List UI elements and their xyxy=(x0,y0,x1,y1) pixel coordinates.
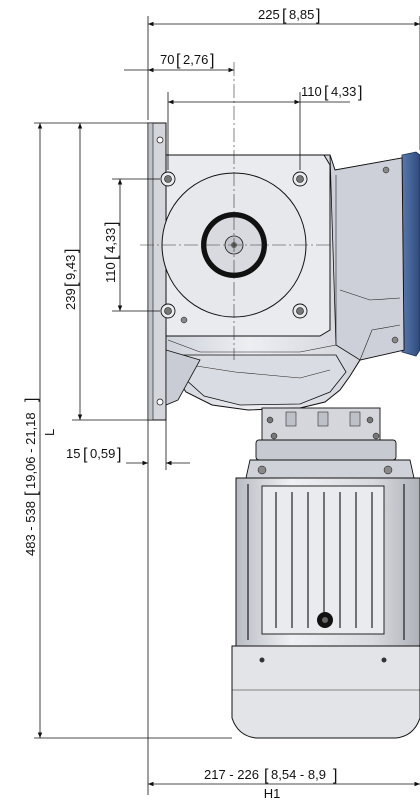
motor-flange-bolt-right xyxy=(383,465,393,475)
dim-L-open-bracket: [ xyxy=(23,491,40,496)
adapter-lug-2 xyxy=(317,411,329,427)
dim-15-imperial: 0,59 xyxy=(90,446,115,461)
dim-L-value: 483 - 538 xyxy=(23,501,38,556)
dim-H1-value: 217 - 226 xyxy=(204,767,259,782)
fan-cover xyxy=(401,151,420,357)
dim-225-close-bracket: ] xyxy=(316,7,320,24)
housing-lower-section xyxy=(175,354,347,406)
dim-110-v-label: 110 [ 4,33 ] xyxy=(103,222,120,283)
dim-239-label: 239 [ 9,43 ] xyxy=(63,249,80,310)
dim-225-value: 225 xyxy=(258,7,280,22)
gearbox-assembly xyxy=(147,122,420,421)
dim-239-value: 239 xyxy=(63,288,78,310)
housing-edge-line xyxy=(167,175,337,353)
flange-hole-top xyxy=(156,136,164,144)
dim-110-h-open-bracket: [ xyxy=(324,84,329,101)
dim-70-open-bracket: [ xyxy=(176,52,181,69)
dim-15-close-bracket: ] xyxy=(117,446,121,463)
bolt-hole-top-left xyxy=(160,171,176,187)
dim-239-open-bracket: [ xyxy=(63,282,80,287)
dim-110-h-imperial: 4,33 xyxy=(331,84,356,99)
dim-110-v-imperial: 4,33 xyxy=(103,228,118,253)
motor-flange-bolt-left xyxy=(257,465,267,475)
dim-110-v-open-bracket: [ xyxy=(103,255,120,260)
dim-H1-close-bracket: ] xyxy=(333,767,337,784)
bolt-hole-bottom-right xyxy=(292,303,308,319)
adapter-bolt-1 xyxy=(266,416,274,424)
end-cap-screw-left xyxy=(259,657,265,663)
dim-L-symbol: L xyxy=(42,429,57,436)
motor-end-cap xyxy=(231,645,420,739)
dim-110-v-value: 110 xyxy=(103,262,118,283)
bolt-hole-bottom-left xyxy=(160,303,176,319)
adapter-lug-1 xyxy=(285,411,297,427)
centerlines xyxy=(140,62,330,360)
dim-H1-symbol: H1 xyxy=(264,786,281,801)
dim-70-value: 70 xyxy=(160,52,174,67)
adapter-bolt-2 xyxy=(270,432,278,440)
dim-70-close-bracket: ] xyxy=(210,52,214,69)
flange-support-rib xyxy=(165,349,201,406)
dim-225-open-bracket: [ xyxy=(282,7,287,24)
housing-contour-line-2 xyxy=(359,324,401,361)
dim-110-h-close-bracket: ] xyxy=(358,84,362,101)
dim-H1-imperial: 8,54 - 8,9 xyxy=(271,767,326,782)
dim-L-label: 483 - 538 [ 19,06 - 21,18 ] xyxy=(23,398,40,556)
cable-gland-inner xyxy=(322,617,328,623)
bolt-hole-top-right xyxy=(292,171,308,187)
adapter-bolt-3 xyxy=(366,416,374,424)
adapter-lug-3 xyxy=(349,411,361,427)
terminal-box xyxy=(261,485,385,635)
side-bolt-2 xyxy=(382,166,390,174)
dimension-labels: 225 [ 8,85 ] 70 [ 2,76 ] 110 [ 4,33 ] 11… xyxy=(23,7,362,801)
motor-adapter xyxy=(255,407,397,461)
dim-70-imperial: 2,76 xyxy=(183,52,208,67)
flange-plate-edge xyxy=(147,122,154,421)
dim-15-open-bracket: [ xyxy=(83,446,88,463)
side-bolt-3 xyxy=(391,336,399,344)
dimension-lines xyxy=(34,16,420,795)
dim-110-v-close-bracket: ] xyxy=(103,222,120,226)
adapter-ring xyxy=(255,439,397,461)
end-cap-screw-right xyxy=(381,657,387,663)
dim-15-value: 15 xyxy=(66,446,80,461)
dim-L-close-bracket: ] xyxy=(23,398,40,402)
flange-hole-bottom xyxy=(156,398,164,406)
side-bolt-1 xyxy=(180,316,188,324)
dim-225-imperial: 8,85 xyxy=(289,7,314,22)
dim-L-imperial: 19,06 - 21,18 xyxy=(23,412,38,489)
adapter-bolt-4 xyxy=(372,432,380,440)
dim-L-symbol-group: L xyxy=(42,429,57,436)
dim-239-imperial: 9,43 xyxy=(63,255,78,280)
dim-H1-open-bracket: [ xyxy=(264,767,269,784)
dim-110-h-value: 110 xyxy=(301,84,322,99)
housing-contour-line xyxy=(339,289,401,301)
housing-lower-rib xyxy=(189,364,331,379)
dim-239-close-bracket: ] xyxy=(63,249,80,253)
cooling-fins xyxy=(247,484,405,640)
electric-motor xyxy=(231,459,420,739)
housing-side-face xyxy=(329,154,405,361)
